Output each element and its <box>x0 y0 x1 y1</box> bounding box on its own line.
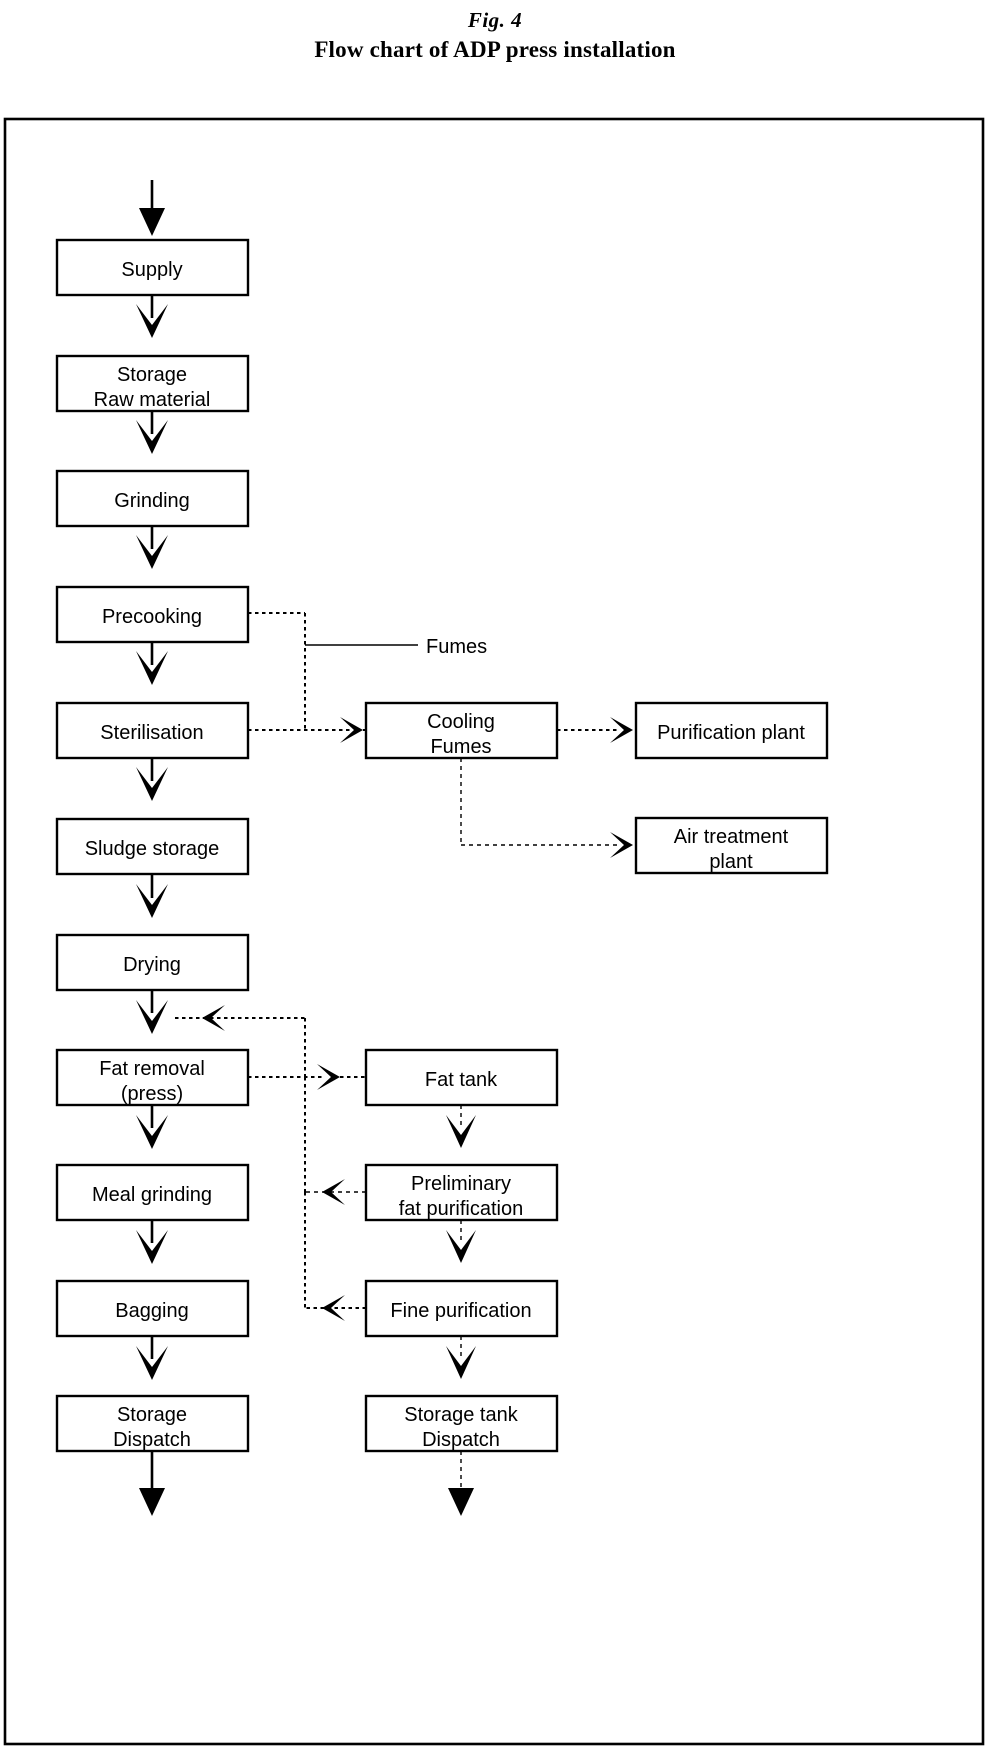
node-preliminary-fat-purification-label-1: Preliminary <box>411 1173 511 1195</box>
arrowhead-input-to-supply <box>139 208 165 236</box>
figure-title-block: Fig. 4 Flow chart of ADP press installat… <box>0 8 990 64</box>
arrowhead-prelim-return <box>322 1179 345 1205</box>
node-purification-plant[interactable] <box>634 701 829 760</box>
node-fat-removal-label-1: Fat removal <box>99 1058 205 1080</box>
arrowhead-bagging-to-storage-dispatch <box>136 1346 168 1380</box>
arrowhead-return-to-drying-spine <box>202 1005 225 1031</box>
node-storage-tank-dispatch-label-1: Storage tank <box>404 1404 518 1426</box>
arrowhead-fine-to-storage-tank <box>446 1346 476 1379</box>
node-sludge-storage-label: Sludge storage <box>85 838 220 860</box>
node-sterilisation[interactable] <box>55 701 250 760</box>
node-precooking-label: Precooking <box>102 606 202 628</box>
node-fat-tank[interactable] <box>364 1048 559 1107</box>
node-supply-label: Supply <box>121 259 182 281</box>
node-grinding-label: Grinding <box>114 490 190 512</box>
arrowhead-prelim-to-fine <box>446 1230 476 1263</box>
arrowhead-cooling-to-purification <box>610 717 633 743</box>
node-sterilisation-label: Sterilisation <box>100 722 203 744</box>
node-storage-raw-material-label-1: Storage <box>117 364 187 386</box>
figure-caption: Flow chart of ADP press installation <box>314 37 676 62</box>
arrowhead-supply-to-storage <box>136 304 168 338</box>
node-drying-label: Drying <box>123 954 181 976</box>
arrowhead-fat-removal-to-fat-tank <box>317 1064 340 1090</box>
node-storage-tank-dispatch-label-2: Dispatch <box>422 1429 500 1451</box>
node-storage-dispatch-label-2: Dispatch <box>113 1429 191 1451</box>
node-storage-dispatch-label-1: Storage <box>117 1404 187 1426</box>
arrowhead-grinding-to-precooking <box>136 535 168 569</box>
node-purification-plant-label: Purification plant <box>657 722 805 744</box>
figure-number: Fig. 4 <box>467 8 523 32</box>
node-meal-grinding-label: Meal grinding <box>92 1184 212 1206</box>
node-fat-removal-label-2: (press) <box>121 1083 183 1105</box>
node-cooling-fumes-label-2: Fumes <box>430 736 491 758</box>
node-air-treatment-plant-label-1: Air treatment <box>674 826 789 848</box>
node-preliminary-fat-purification-label-2: fat purification <box>399 1198 524 1220</box>
node-fat-tank-label: Fat tank <box>425 1069 498 1091</box>
node-fine-purification-label: Fine purification <box>390 1300 531 1322</box>
arrowhead-storage-dispatch-output <box>139 1488 165 1516</box>
arrowhead-meal-grinding-to-bagging <box>136 1230 168 1264</box>
node-storage-dispatch[interactable] <box>55 1394 250 1453</box>
node-storage-tank-dispatch[interactable] <box>364 1394 559 1453</box>
arrowhead-storage-to-grinding <box>136 420 168 454</box>
arrowhead-fat-tank-to-prelim <box>446 1115 476 1148</box>
arrowhead-storage-tank-output <box>448 1488 474 1516</box>
arrowhead-fine-return <box>322 1295 345 1321</box>
node-air-treatment-plant-label-2: plant <box>709 851 753 873</box>
arrowhead-drying-to-fat-removal <box>136 1000 168 1034</box>
node-bagging[interactable] <box>55 1279 250 1338</box>
arrowhead-fat-removal-to-meal-grinding <box>136 1115 168 1149</box>
node-storage-raw-material-label-2: Raw material <box>94 389 211 411</box>
node-grinding[interactable] <box>55 469 250 528</box>
arrowhead-sludge-to-drying <box>136 884 168 918</box>
arrowhead-sterilisation-to-sludge <box>136 767 168 801</box>
node-meal-grinding[interactable] <box>55 1163 250 1222</box>
node-cooling-fumes[interactable] <box>364 701 559 760</box>
arrowhead-precooking-to-sterilisation <box>136 651 168 685</box>
diagram-frame <box>3 117 985 1746</box>
arrowhead-cooling-to-air <box>610 832 633 858</box>
node-bagging-label: Bagging <box>115 1300 188 1322</box>
arrowhead-sterilisation-to-cooling <box>340 717 363 743</box>
node-cooling-fumes-label-1: Cooling <box>427 711 495 733</box>
node-air-treatment-plant[interactable] <box>634 816 829 875</box>
node-precooking[interactable] <box>55 585 250 644</box>
fumes-annotation-label: Fumes <box>426 636 487 658</box>
